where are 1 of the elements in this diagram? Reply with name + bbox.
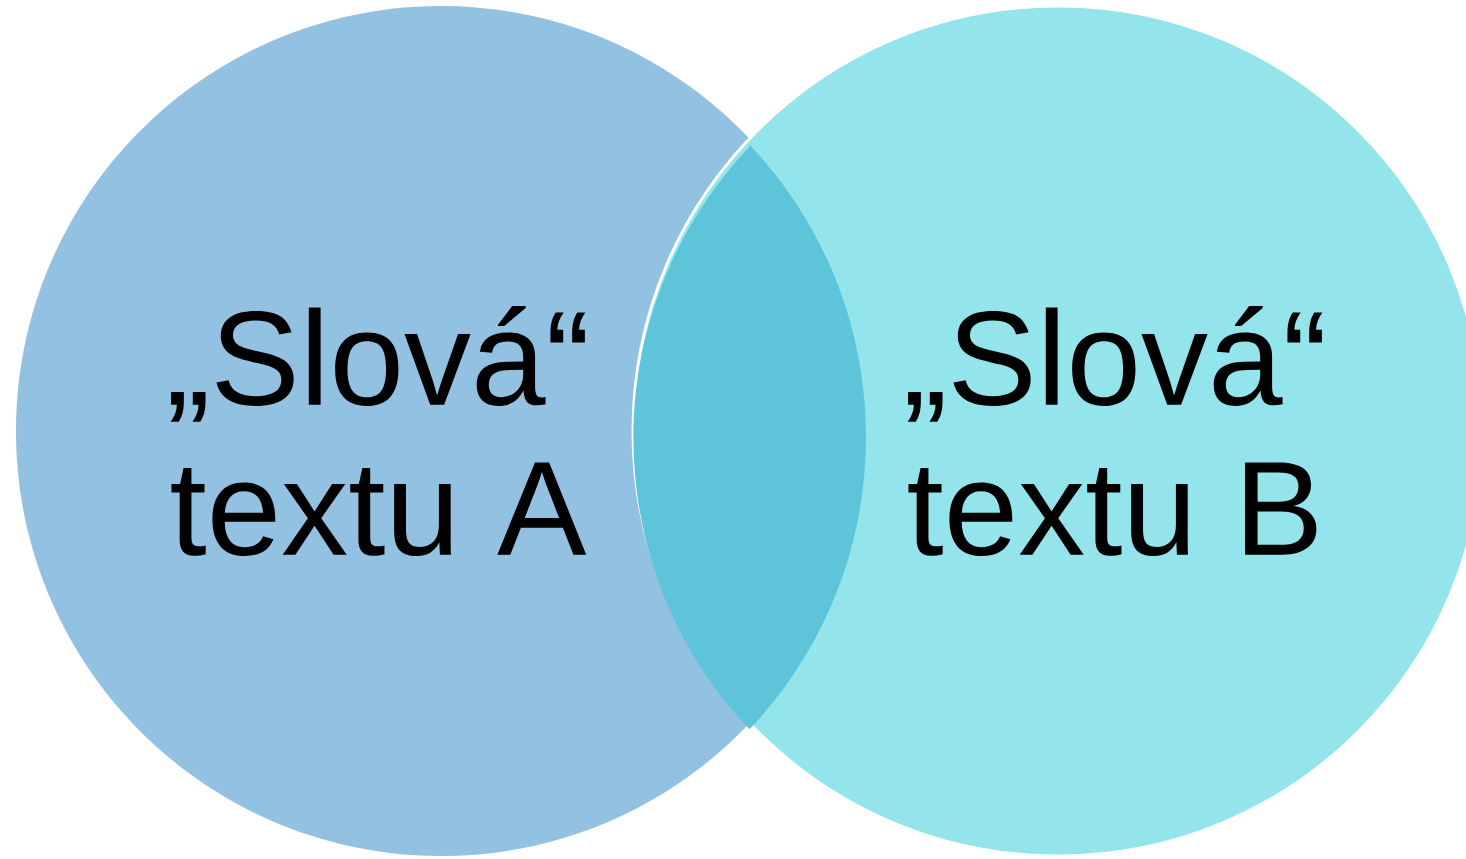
- overlap-region: [633, 144, 866, 730]
